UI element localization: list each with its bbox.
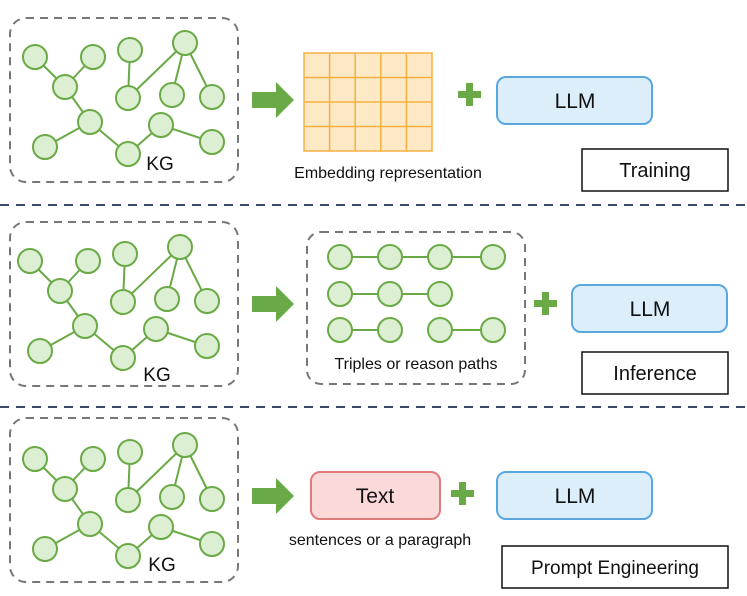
representation-caption: sentences or a paragraph xyxy=(289,532,471,549)
mode-label-box xyxy=(501,545,729,589)
arrow-icon xyxy=(252,82,294,118)
llm-box xyxy=(571,284,728,333)
mode-label-box xyxy=(581,351,729,395)
mode-label: Prompt Engineering xyxy=(531,558,699,579)
section-training: KG Embedding representation LLM Training xyxy=(9,17,729,192)
section-inference: KG xyxy=(9,221,729,395)
llm-box xyxy=(496,471,653,520)
kg-label: KG xyxy=(148,555,175,576)
representation-caption: Embedding representation xyxy=(294,165,482,182)
text-box xyxy=(310,471,441,520)
text-box-label: Text xyxy=(356,485,395,508)
section-prompt-engineering: KG Text sentences or a paragraph LLM Pro… xyxy=(9,417,729,589)
arrow-icon xyxy=(252,286,294,322)
kg-graph xyxy=(22,432,225,569)
kg-graph xyxy=(22,30,225,167)
kg-label: KG xyxy=(143,365,170,386)
mode-label: Inference xyxy=(613,363,696,385)
kg-container xyxy=(9,221,239,387)
plus-icon xyxy=(458,83,481,106)
triples-paths xyxy=(327,244,506,343)
llm-label: LLM xyxy=(630,298,671,321)
plus-icon xyxy=(534,292,557,315)
triples-container xyxy=(306,231,526,385)
llm-box xyxy=(496,76,653,125)
kg-label: KG xyxy=(146,154,173,175)
kg-container xyxy=(9,17,239,183)
arrow-icon xyxy=(252,478,294,514)
mode-label-box xyxy=(581,148,729,192)
llm-label: LLM xyxy=(555,90,596,113)
representation-caption: Triples or reason paths xyxy=(334,356,497,373)
kg-graph xyxy=(17,234,220,371)
plus-icon xyxy=(451,482,474,505)
embedding-grid xyxy=(303,52,433,152)
mode-label: Training xyxy=(619,160,691,182)
llm-label: LLM xyxy=(555,485,596,508)
kg-container xyxy=(9,417,239,583)
